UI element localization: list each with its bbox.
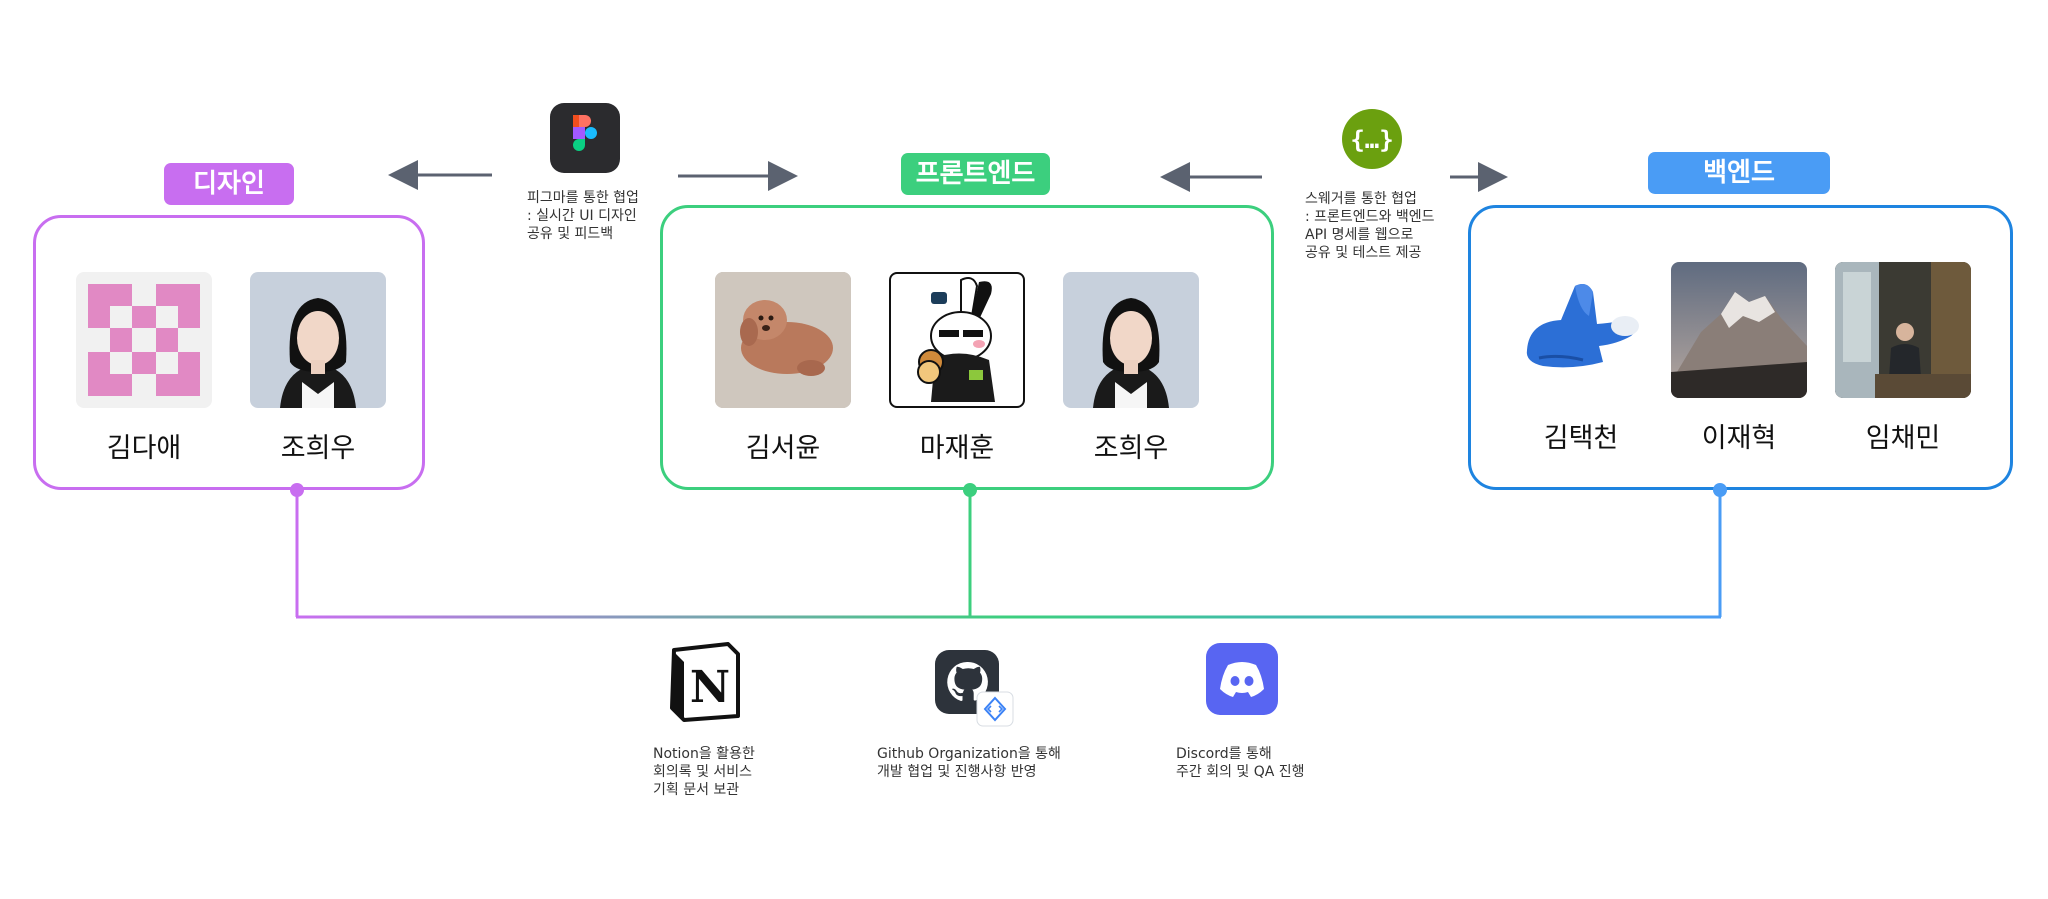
swagger-collab-note: 스웨거를 통한 협업 : 프론트엔드와 백엔드 API 명세를 웹으로 공유 및… bbox=[1305, 191, 1435, 261]
blue-bird-figure bbox=[1526, 284, 1639, 368]
avatar bbox=[715, 272, 851, 408]
group-box-backend: 김택천 이재혁 bbox=[1468, 205, 2013, 490]
member-name: 조희우 bbox=[280, 433, 356, 464]
portrait-avatar bbox=[1093, 298, 1169, 408]
member-card: 조희우 bbox=[250, 272, 386, 465]
member-name: 김다애 bbox=[106, 433, 182, 464]
design-connector-dot bbox=[290, 483, 304, 497]
mountain-photo bbox=[1671, 262, 1807, 398]
poodle-photo bbox=[715, 272, 851, 408]
checker-pattern-avatar bbox=[88, 284, 200, 396]
notion-note: Notion을 활용한 회의록 및 서비스 기획 문서 보관 bbox=[653, 746, 755, 798]
avatar bbox=[1835, 262, 1971, 398]
svg-text:{…}: {…} bbox=[1350, 126, 1393, 154]
avatar bbox=[76, 272, 212, 408]
member-card: 김서윤 bbox=[715, 272, 851, 465]
member-card: 임채민 bbox=[1835, 262, 1971, 455]
group-label-backend: 백엔드 bbox=[1648, 152, 1830, 194]
avatar bbox=[1513, 262, 1649, 398]
avatar bbox=[250, 272, 386, 408]
group-label-design: 디자인 bbox=[164, 163, 294, 205]
member-card: 조희우 bbox=[1063, 272, 1199, 465]
figma-icon bbox=[550, 103, 620, 173]
swagger-icon: {…} bbox=[1342, 109, 1402, 169]
avatar bbox=[1671, 262, 1807, 398]
discord-icon bbox=[1206, 643, 1278, 715]
rabbit-cartoon bbox=[917, 277, 995, 402]
member-name: 임채민 bbox=[1865, 423, 1941, 454]
figma-collab-note: 피그마를 통한 협업 : 실시간 UI 디자인 공유 및 피드백 bbox=[527, 190, 639, 242]
member-name: 이재혁 bbox=[1701, 423, 1777, 454]
member-name: 조희우 bbox=[1093, 433, 1169, 464]
group-box-design: 김다애 조희우 bbox=[33, 215, 425, 490]
notion-icon: N bbox=[666, 640, 744, 722]
frontend-connector-dot bbox=[963, 483, 977, 497]
group-label-frontend: 프론트엔드 bbox=[901, 153, 1050, 195]
member-card: 김다애 bbox=[76, 272, 212, 465]
group-box-frontend: 김서윤 마재훈 bbox=[660, 205, 1274, 490]
svg-text:N: N bbox=[690, 662, 730, 713]
member-name: 마재훈 bbox=[919, 433, 995, 464]
github-icon bbox=[933, 648, 1017, 730]
avatar bbox=[889, 272, 1025, 408]
discord-note: Discord를 통해 주간 회의 및 QA 진행 bbox=[1176, 746, 1305, 780]
cafe-photo bbox=[1835, 262, 1971, 398]
portrait-avatar bbox=[280, 298, 356, 408]
github-note: Github Organization을 통해 개발 협업 및 진행사항 반영 bbox=[877, 746, 1061, 780]
member-card: 김택천 bbox=[1513, 262, 1649, 455]
member-name: 김서윤 bbox=[745, 433, 821, 464]
member-card: 마재훈 bbox=[889, 272, 1025, 465]
member-name: 김택천 bbox=[1543, 423, 1619, 454]
backend-connector-dot bbox=[1713, 483, 1727, 497]
member-card: 이재혁 bbox=[1671, 262, 1807, 455]
avatar bbox=[1063, 272, 1199, 408]
